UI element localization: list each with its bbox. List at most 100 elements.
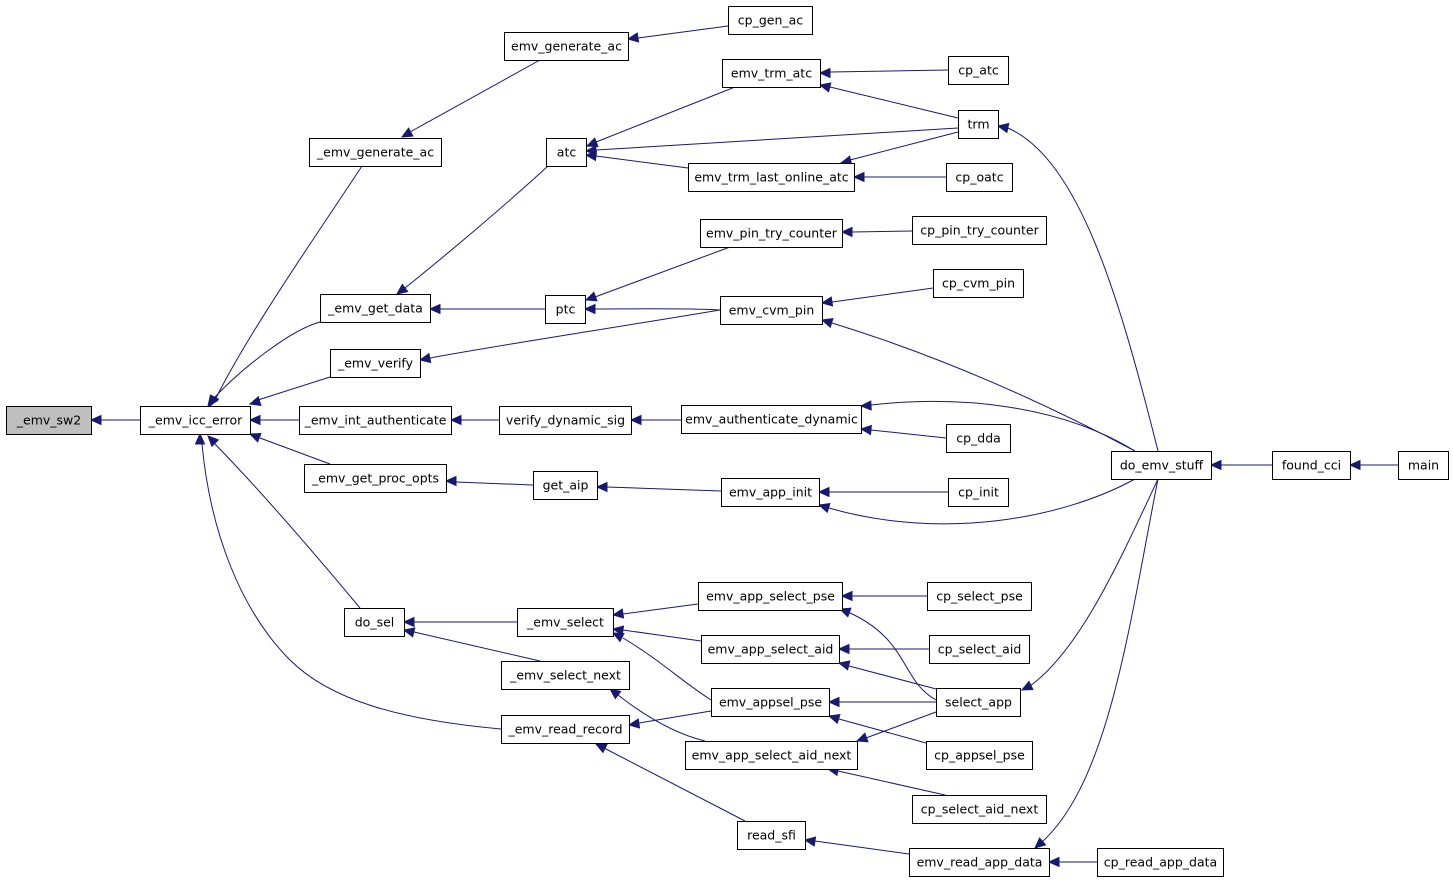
- node-label: emv_read_app_data: [917, 855, 1043, 870]
- edge-line: [617, 694, 706, 742]
- node-label: emv_app_select_aid: [708, 642, 834, 657]
- node-label: _emv_verify: [337, 356, 414, 371]
- node-box: [946, 424, 1011, 453]
- arrowhead-icon: [611, 632, 625, 643]
- node-cp-cvm-pin[interactable]: cp_cvm_pin: [933, 269, 1024, 298]
- edge-get_aip-from-app_init: [595, 481, 722, 493]
- arrowhead-icon: [1348, 459, 1361, 471]
- node-emv-app-select-aid-next[interactable]: emv_app_select_aid_next: [685, 741, 858, 770]
- node-found-cci[interactable]: found_cci: [1272, 451, 1351, 480]
- node-emv-verify[interactable]: _emv_verify: [330, 349, 421, 378]
- node-emv-pin-try-counter[interactable]: emv_pin_try_counter: [700, 219, 843, 248]
- edge-gen_ac-from-cp_gen_ac: [626, 25, 729, 43]
- node-emv-trm-last-online-atc[interactable]: emv_trm_last_online_atc: [688, 163, 855, 192]
- node-cp-select-pse[interactable]: cp_select_pse: [927, 582, 1032, 611]
- node-read-sfi[interactable]: read_sfi: [737, 821, 806, 850]
- node-emv-cvm-pin[interactable]: emv_cvm_pin: [720, 296, 823, 325]
- node-box: [545, 295, 586, 324]
- edge-atc-from-trm_atc: [585, 86, 736, 148]
- node-emv-read-app-data[interactable]: emv_read_app_data: [909, 848, 1050, 877]
- node-cp-oatc[interactable]: cp_oatc: [946, 163, 1013, 192]
- edge-do_emv-from-found_cci: [1209, 459, 1272, 471]
- node-verify-dynamic-sig[interactable]: verify_dynamic_sig: [499, 406, 632, 435]
- node-cp-gen-ac[interactable]: cp_gen_ac: [728, 6, 813, 35]
- node-get-aip[interactable]: get_aip: [533, 471, 598, 500]
- arrowhead-icon: [817, 502, 831, 514]
- node-emv-sw2[interactable]: _emv_sw2: [6, 406, 92, 435]
- edge-select-from-app_select_aid: [611, 625, 702, 642]
- node-label: trm: [968, 117, 990, 132]
- node-emv-generate-ac-int[interactable]: _emv_generate_ac: [309, 138, 442, 167]
- node-emv-get-data[interactable]: _emv_get_data: [320, 294, 431, 323]
- node-label: read_sfi: [747, 828, 796, 843]
- node-emv-get-proc-opts[interactable]: _emv_get_proc_opts: [304, 464, 447, 493]
- edge-line: [828, 478, 1136, 525]
- node-ptc[interactable]: ptc: [545, 295, 586, 324]
- node-cp-atc[interactable]: cp_atc: [948, 56, 1009, 85]
- node-box: [927, 582, 1032, 611]
- node-cp-select-aid[interactable]: cp_select_aid: [929, 635, 1030, 664]
- node-label: _emv_get_data: [327, 301, 423, 316]
- node-box: [936, 688, 1021, 717]
- node-emv-read-record[interactable]: _emv_read_record: [501, 715, 630, 744]
- node-box: [501, 715, 630, 744]
- edge-line: [1007, 127, 1159, 452]
- node-emv-trm-atc[interactable]: emv_trm_atc: [722, 59, 821, 88]
- node-box: [929, 635, 1030, 664]
- edge-ptc-from-pin_try: [584, 246, 731, 302]
- node-emv-authenticate-dynamic[interactable]: emv_authenticate_dynamic: [681, 405, 862, 434]
- edge-gen_ac_int-from-gen_ac: [400, 59, 541, 138]
- node-emv-app-init[interactable]: emv_app_init: [721, 478, 820, 507]
- edge-line: [1029, 478, 1159, 687]
- node-select-app[interactable]: select_app: [936, 688, 1021, 717]
- node-trm[interactable]: trm: [958, 110, 999, 139]
- edge-vds-from-auth_dyn: [629, 414, 681, 426]
- node-cp-read-app-data[interactable]: cp_read_app_data: [1097, 848, 1224, 877]
- arrowhead-icon: [1034, 837, 1047, 849]
- edge-line: [865, 711, 937, 739]
- node-do-sel[interactable]: do_sel: [344, 608, 405, 637]
- node-box: [933, 269, 1024, 298]
- node-emv-select[interactable]: _emv_select: [517, 608, 614, 637]
- node-emv-app-select-aid[interactable]: emv_app_select_aid: [701, 635, 840, 664]
- edge-found_cci-from-main: [1348, 459, 1398, 471]
- node-box: [700, 219, 843, 248]
- edge-cvm_pin-from-do_emv: [820, 317, 1136, 452]
- node-box: [499, 406, 632, 435]
- edge-trm_last-from-trm: [839, 131, 959, 166]
- edge-line: [831, 287, 934, 303]
- node-emv-app-select-pse[interactable]: emv_app_select_pse: [698, 582, 843, 611]
- node-cp-pin-try-counter[interactable]: cp_pin_try_counter: [912, 216, 1047, 245]
- arrowhead-icon: [629, 414, 642, 426]
- edge-app_select_pse-from-cp: [840, 590, 927, 602]
- node-do-emv-stuff[interactable]: do_emv_stuff: [1111, 451, 1212, 480]
- node-emv-generate-ac[interactable]: emv_generate_ac: [504, 32, 629, 61]
- node-emv-int-authenticate[interactable]: _emv_int_authenticate: [299, 406, 452, 435]
- edge-line: [409, 59, 541, 133]
- node-box: [722, 59, 821, 88]
- node-cp-select-aid-next[interactable]: cp_select_aid_next: [912, 795, 1047, 824]
- node-main[interactable]: main: [1398, 451, 1449, 480]
- edge-line: [413, 631, 541, 662]
- node-cp-dda[interactable]: cp_dda: [946, 424, 1011, 453]
- node-label: do_sel: [355, 615, 395, 630]
- node-emv-icc-error[interactable]: _emv_icc_error: [140, 406, 251, 435]
- edge-line: [595, 127, 959, 151]
- node-cp-appsel-pse[interactable]: cp_appsel_pse: [926, 741, 1033, 770]
- edge-select-from-appsel_pse: [611, 632, 712, 701]
- edge-select_app-from-do_emv: [1020, 478, 1159, 691]
- arrowhead-icon: [817, 486, 830, 498]
- edge-line: [870, 400, 1136, 452]
- arrowhead-icon: [1020, 680, 1034, 691]
- edge-line: [838, 718, 927, 744]
- arrowhead-icon: [402, 627, 416, 638]
- edge-line: [622, 603, 699, 615]
- node-cp-init[interactable]: cp_init: [948, 478, 1009, 507]
- node-emv-appsel-pse[interactable]: emv_appsel_pse: [711, 688, 830, 717]
- node-atc[interactable]: atc: [546, 138, 587, 167]
- node-emv-select-next[interactable]: _emv_select_next: [501, 661, 630, 690]
- node-label: cp_gen_ac: [738, 13, 804, 28]
- edge-line: [849, 131, 959, 161]
- edge-aid_next-from-cp: [826, 765, 946, 796]
- arrowhead-icon: [396, 283, 409, 295]
